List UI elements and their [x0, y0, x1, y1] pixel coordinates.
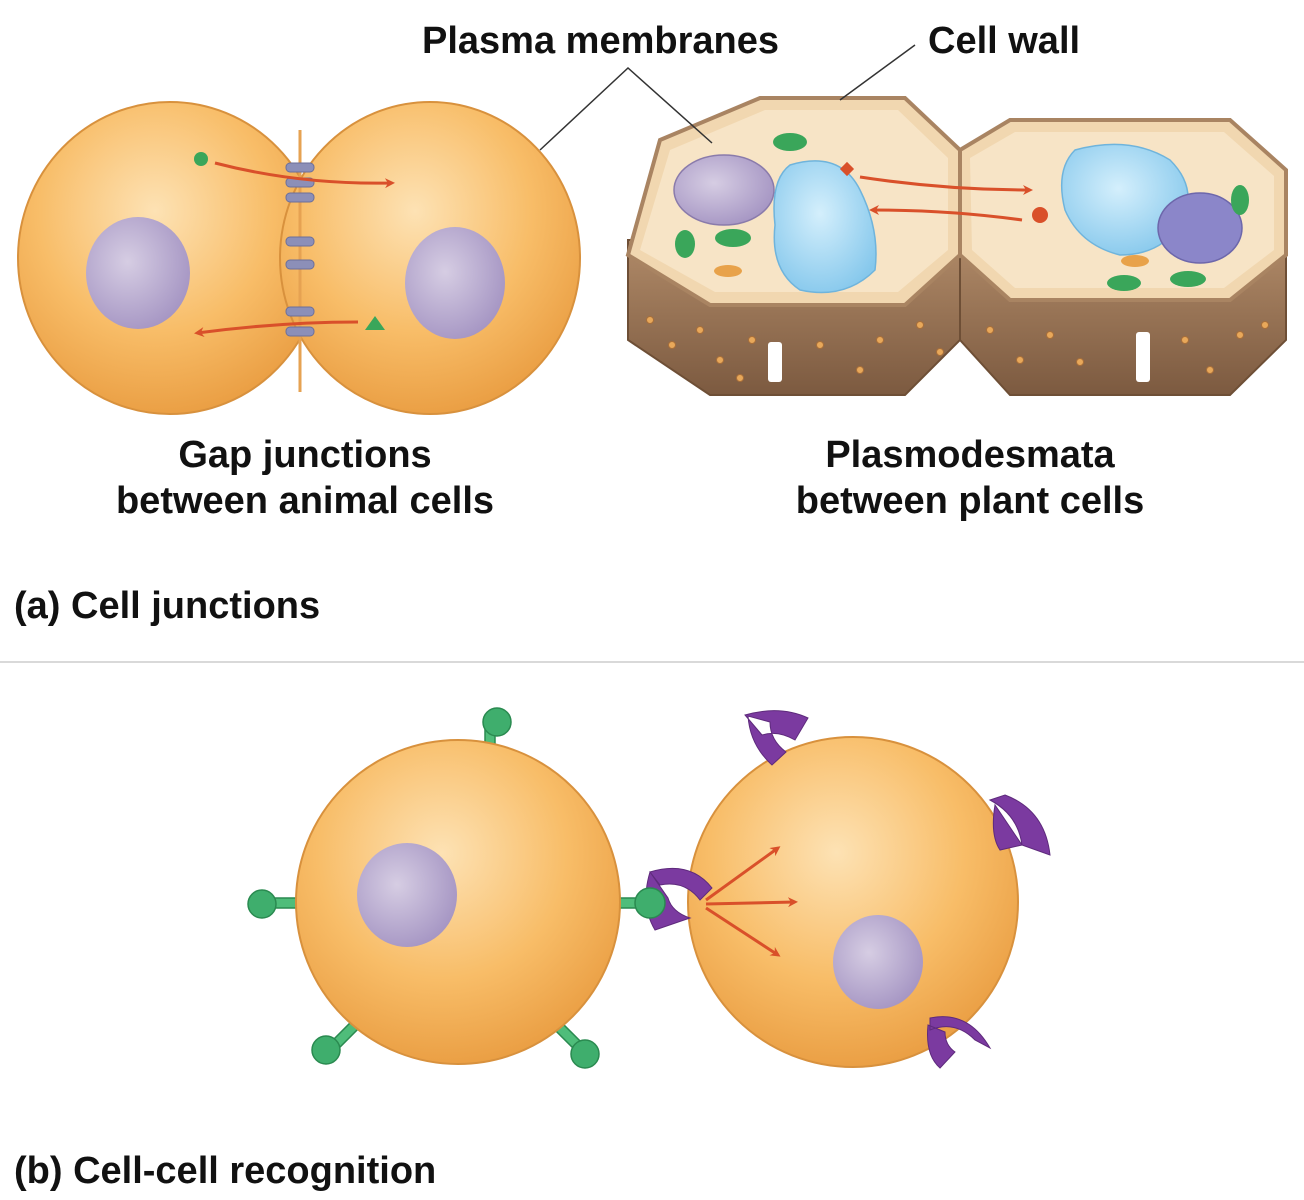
vacuole-right — [1060, 143, 1189, 256]
panel-divider — [0, 661, 1304, 663]
molecule-hexagon — [1032, 207, 1048, 223]
mitochondrion — [714, 265, 742, 277]
gap-junction-channels — [285, 162, 315, 337]
caption-plasmo-line1: Plasmodesmata — [825, 434, 1115, 476]
caption-plasmodesmata: Plasmodesmata between plant cells — [740, 432, 1200, 524]
bound-glycoprotein — [634, 887, 666, 919]
wall-highlight — [1136, 332, 1150, 382]
caption-gap-line2: between animal cells — [115, 480, 495, 522]
mitochondrion — [1121, 255, 1149, 267]
nucleus-left — [357, 843, 457, 947]
chloroplast — [1231, 185, 1249, 215]
small-molecule-triangle — [365, 316, 385, 330]
wall-highlight — [768, 342, 782, 382]
recognition-cells — [247, 707, 1051, 1069]
arrow-to-left-cell — [869, 205, 1023, 222]
caption-gap-line1: Gap junctions — [178, 434, 432, 476]
label-plasma-membranes: Plasma membranes — [422, 20, 779, 62]
nucleus-right — [833, 915, 923, 1009]
wall-pores — [646, 316, 1269, 382]
small-molecule-dot — [194, 152, 208, 166]
animal-cell-pair — [17, 101, 581, 415]
chloroplast — [1170, 271, 1206, 287]
molecule-square — [839, 161, 855, 177]
plant-nucleus-left — [673, 154, 775, 226]
label-cell-wall: Cell wall — [928, 20, 1081, 62]
caption-gap-junctions: Gap junctions between animal cells — [40, 432, 570, 524]
leader-lines — [539, 44, 916, 151]
recognition-cell-right — [687, 736, 1019, 1068]
arrow-to-left — [194, 320, 359, 338]
chloroplast — [675, 230, 695, 258]
vacuole-left — [773, 160, 877, 294]
chloroplast — [773, 133, 807, 151]
nucleus-right — [405, 227, 505, 339]
receptor-proteins — [645, 710, 1051, 1069]
signal-arrows — [705, 846, 798, 957]
panel-a-title: (a) Cell junctions — [14, 585, 321, 627]
plant-cell-pair — [625, 96, 1288, 396]
arrow-to-right — [214, 161, 395, 189]
arrow-to-right-cell — [859, 175, 1033, 195]
recognition-cell-left — [295, 739, 621, 1065]
caption-plasmo-line2: between plant cells — [795, 480, 1145, 522]
nucleus-left — [86, 217, 190, 329]
chloroplast — [1107, 275, 1141, 291]
plant-nucleus-right — [1157, 192, 1243, 264]
panel-b-title: (b) Cell-cell recognition — [14, 1150, 437, 1192]
chloroplast — [715, 229, 751, 247]
